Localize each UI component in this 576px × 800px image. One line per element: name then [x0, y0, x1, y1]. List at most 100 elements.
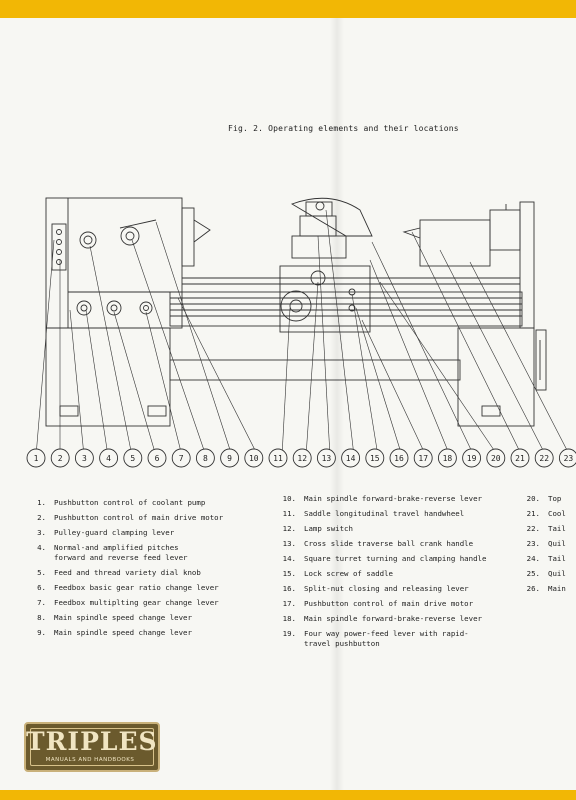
legend-item: 14. Square turret turning and clamping ha…: [276, 554, 538, 564]
legend-number: 14.: [282, 554, 296, 563]
logo-wordmark: TRIPLES: [26, 727, 158, 756]
legend-item: 21.Cool: [520, 509, 576, 519]
callout-15: 15: [365, 448, 385, 468]
callout-circle: [462, 448, 482, 468]
callout-circle: [195, 448, 215, 468]
legend-item: 20. Top: [520, 494, 576, 504]
legend-column-2: 10.Main spindle forward-brake-reverse le…: [276, 494, 538, 654]
callout-number: 7: [179, 454, 184, 463]
callout-number: 16: [394, 454, 404, 463]
callout-5: 5: [123, 448, 143, 468]
legend-text: Top: [548, 494, 562, 503]
callout-circle: [558, 448, 576, 468]
callout-circle: [171, 448, 191, 468]
legend-number: 26.: [526, 584, 540, 593]
callout-22: 22: [534, 448, 554, 468]
callout-number: 12: [297, 454, 307, 463]
callout-number: 13: [322, 454, 332, 463]
callout-circle: [486, 448, 506, 468]
legend-text: Feed and thread variety dial knob: [54, 568, 201, 577]
legend-item: 1.Pushbutton control of coolant pump: [26, 498, 276, 508]
legend-item: 16.Split-nut closing and releasing lever: [276, 584, 538, 594]
legend-column-1: 1.Pushbutton control of coolant pump 2. Pu…: [26, 498, 276, 643]
callout-number: 20: [491, 454, 501, 463]
legend-text: Main spindle forward-brake-reverse lever: [304, 614, 482, 623]
legend-text: Cross slide traverse ball crank handle: [304, 539, 474, 548]
callout-circle: [510, 448, 530, 468]
legend-number: 8.: [37, 613, 46, 622]
legend-item: 8. Main spindle speed change lever: [26, 613, 276, 623]
left-cabinet: [45, 327, 171, 427]
legend-text: Split-nut closing and releasing lever: [304, 584, 469, 593]
callout-circle: [123, 448, 143, 468]
callout-number: 18: [443, 454, 453, 463]
legend-number: 13.: [282, 539, 296, 548]
callout-6: 6: [147, 448, 167, 468]
legend-item: 9.Main spindle speed change lever: [26, 628, 276, 638]
callout-number: 22: [539, 454, 549, 463]
callout-circle: [99, 448, 119, 468]
callout-number: 11: [273, 454, 283, 463]
legend-text: Pushbutton control of main drive motor: [304, 599, 474, 608]
callout-number: 1: [34, 454, 39, 463]
legend-text: Main spindle forward-brake-reverse lever: [304, 494, 482, 503]
callout-circle: [147, 448, 167, 468]
callout-circle: [292, 448, 312, 468]
legend-number: 17.: [282, 599, 296, 608]
callout-14: 14: [341, 448, 361, 468]
legend-item: 18.Main spindle forward-brake-reverse le…: [276, 614, 538, 624]
speed-change-dial: [120, 226, 140, 246]
callout-16: 16: [389, 448, 409, 468]
right-cabinet: [457, 327, 535, 427]
legend-number: 1.: [37, 498, 46, 507]
tailstock: [419, 219, 491, 267]
legend-number: 3.: [37, 528, 46, 537]
callout-circle: [26, 448, 46, 468]
legend-text: Normal-and amplified pitches forward and…: [54, 543, 188, 562]
callout-18: 18: [437, 448, 457, 468]
legend-number: 15.: [282, 569, 296, 578]
legend-text: Main spindle speed change lever: [54, 613, 192, 622]
callout-7: 7: [171, 448, 191, 468]
apron: [279, 265, 371, 333]
legend-text: Main: [548, 584, 566, 593]
page-fold: [330, 18, 344, 790]
legend-text: Tail: [548, 554, 566, 563]
legend-item: 2. Pushbutton control of main drive motor: [26, 513, 276, 523]
callout-number: 3: [82, 454, 87, 463]
legend-number: 21.: [526, 509, 540, 518]
legend-item: 24. Tail: [520, 554, 576, 564]
legend-number: 12.: [282, 524, 296, 533]
figure-caption: Fig. 2. Operating elements and their loc…: [228, 124, 459, 133]
legend-number: 4.: [37, 543, 46, 552]
legend-text: Pushbutton control of main drive motor: [54, 513, 224, 522]
callout-number: 2: [58, 454, 63, 463]
callout-11: 11: [268, 448, 288, 468]
legend-item: 12.Lamp switch: [276, 524, 538, 534]
legend-item: 26. Main: [520, 584, 576, 594]
feed-dial-knob: [79, 231, 97, 249]
legend-item: 4. Normal-and amplified pitches forward a…: [26, 543, 276, 563]
legend-number: 2.: [37, 513, 46, 522]
legend-number: 6.: [37, 583, 46, 592]
callout-9: 9: [220, 448, 240, 468]
legend-item: 3.Pulley-guard clamping lever: [26, 528, 276, 538]
legend-text: Square turret turning and clamping handl…: [304, 554, 487, 563]
callout-4: 4: [99, 448, 119, 468]
legend-number: 24.: [526, 554, 540, 563]
legend-item: 11.Saddle longitudinal travel handwheel: [276, 509, 538, 519]
legend-item: 25.Quil: [520, 569, 576, 579]
callout-12: 12: [292, 448, 312, 468]
callout-number: 10: [249, 454, 259, 463]
chuck: [181, 207, 195, 267]
control-panel: [51, 223, 67, 271]
legend-text: Quil: [548, 569, 566, 578]
callout-circle: [220, 448, 240, 468]
legend-text: Tail: [548, 524, 566, 533]
manual-page: [0, 18, 576, 790]
callout-number: 21: [515, 454, 525, 463]
callout-number: 23: [564, 454, 574, 463]
legend-number: 20.: [526, 494, 540, 503]
